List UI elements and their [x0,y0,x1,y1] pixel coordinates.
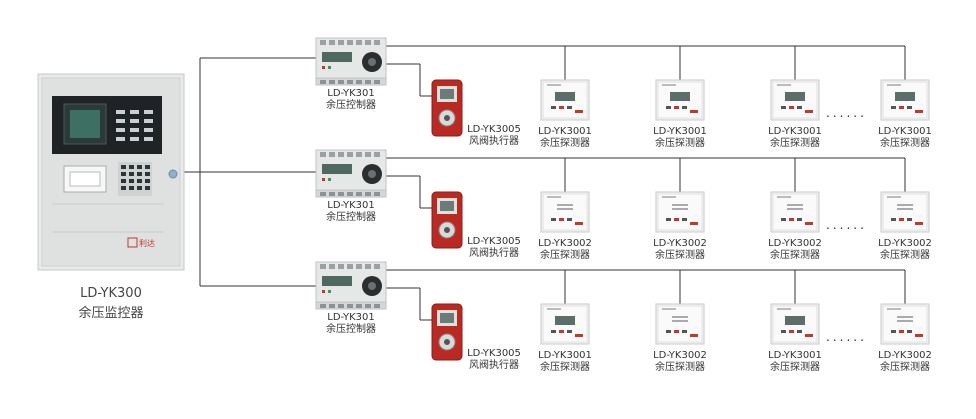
controller-label-2-model: LD-YK301 [327,200,375,211]
detector-label-r1-3-model: LD-YK3001 [768,126,822,137]
detector-label-r1-4-name: 余压探测器 [880,138,930,149]
detector-r2-1 [540,191,590,233]
actuator-label-1-name: 风阀执行器 [469,136,519,147]
more-detectors-ellipsis: ...... [826,106,867,120]
detector-r3-4 [880,303,930,345]
detector-label-r2-4-model: LD-YK3002 [878,238,932,249]
controller-2 [315,149,387,198]
detector-label-r2-3-name: 余压探测器 [770,250,820,261]
detector-r2-4 [880,191,930,233]
detector-r3-1 [540,303,590,345]
detector-label-r2-2-name: 余压探测器 [655,250,705,261]
controller-label-1-model: LD-YK301 [327,88,375,99]
detector-screen [555,316,575,325]
detector-label-r3-3-model: LD-YK3001 [768,350,822,361]
detector-label-r1-2-model: LD-YK3001 [653,126,707,137]
detector-r1-1 [540,79,590,121]
detector-r3-3 [770,303,820,345]
detector-label-r1-1-name: 余压探测器 [540,138,590,149]
actuator-label-2-model: LD-YK3005 [467,236,521,247]
monitor-model: LD-YK300 [80,286,142,301]
monitor-indicator-buttons [116,110,153,141]
detector-r3-2 [655,303,705,345]
controller-label-3-name: 余压控制器 [326,324,376,335]
detector-screen [785,316,805,325]
detector-label-r3-2-model: LD-YK3002 [653,350,707,361]
monitor-cabinet: 利达 [37,73,185,271]
detector-label-r3-4-model: LD-YK3002 [878,350,932,361]
actuator-3 [431,303,463,361]
actuator-label-1-model: LD-YK3005 [467,124,521,135]
controller-label-1-name: 余压控制器 [326,100,376,111]
detector-label-r3-1-model: LD-YK3001 [538,350,592,361]
more-detectors-ellipsis: ...... [826,330,867,344]
controller-screen [322,276,352,286]
controller-1 [315,37,387,86]
detector-label-r2-1-name: 余压探测器 [540,250,590,261]
detector-label-r1-1-model: LD-YK3001 [538,126,592,137]
monitor-keypad [118,162,152,196]
detector-screen [785,92,805,101]
actuator-label-3-model: LD-YK3005 [467,348,521,359]
detector-label-r2-3-model: LD-YK3002 [768,238,822,249]
detector-label-r2-2-model: LD-YK3002 [653,238,707,249]
detector-r1-2 [655,79,705,121]
monitor-name: 余压监控器 [78,306,144,321]
controller-screen [322,164,352,174]
monitor-label: LD-YK300 余压监控器 [66,284,156,324]
detector-label-r3-3-name: 余压探测器 [770,362,820,373]
detector-label-r2-1-model: LD-YK3002 [538,238,592,249]
detector-screen [895,92,915,101]
actuator-1 [431,79,463,137]
detector-label-r3-4-name: 余压探测器 [880,362,930,373]
controller-label-2-name: 余压控制器 [326,212,376,223]
detector-r2-2 [655,191,705,233]
detector-label-r3-1-name: 余压探测器 [540,362,590,373]
actuator-label-2-name: 风阀执行器 [469,248,519,259]
actuator-2 [431,191,463,249]
detector-label-r2-4-name: 余压探测器 [880,250,930,261]
svg-text:利达: 利达 [139,238,155,248]
detector-screen [555,92,575,101]
connection-lines [184,45,906,321]
detector-label-r3-2-name: 余压探测器 [655,362,705,373]
detector-label-r1-3-name: 余压探测器 [770,138,820,149]
controller-3 [315,261,387,310]
detector-r1-4 [880,79,930,121]
detector-label-r1-2-name: 余压探测器 [655,138,705,149]
detector-screen [670,92,690,101]
more-detectors-ellipsis: ...... [826,218,867,232]
cabinet-lock-icon [168,169,178,179]
controller-screen [322,52,352,62]
detector-r2-3 [770,191,820,233]
actuator-label-3-name: 风阀执行器 [469,360,519,371]
detector-label-r1-4-model: LD-YK3001 [878,126,932,137]
controller-label-3-model: LD-YK301 [327,312,375,323]
brand-logo: 利达 [127,237,155,248]
detector-r1-3 [770,79,820,121]
monitor-screen [70,110,100,138]
